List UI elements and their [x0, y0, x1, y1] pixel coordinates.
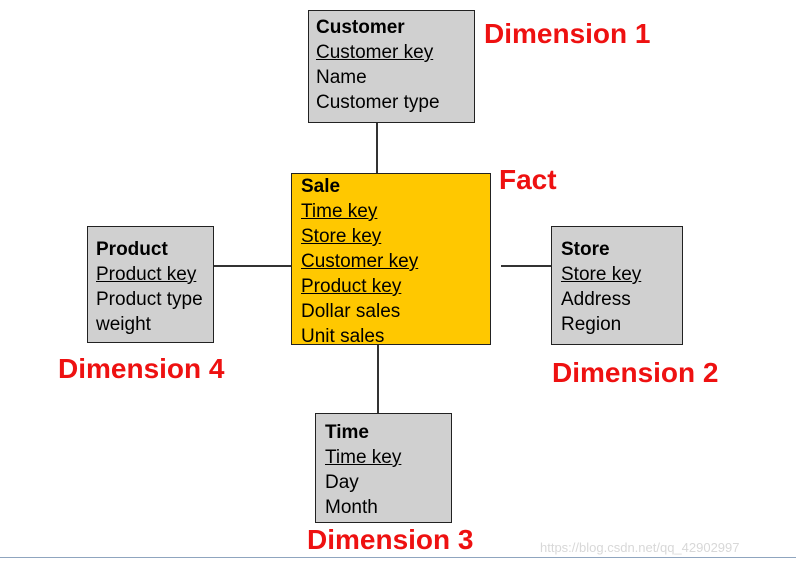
bottom-divider	[0, 557, 796, 558]
sale-store-key-field: Store key	[301, 226, 382, 247]
customer-title: Customer	[316, 17, 405, 38]
time-day-field: Day	[325, 472, 359, 493]
store-region-field: Region	[561, 314, 622, 335]
connector-product-sale	[214, 265, 291, 267]
store-address-field: Address	[561, 289, 631, 310]
sale-customer-key-field: Customer key	[301, 251, 419, 272]
customer-name-field: Name	[316, 67, 367, 88]
product-weight-field: weight	[96, 314, 151, 335]
product-type-field: Product type	[96, 289, 203, 310]
customer-type-field: Customer type	[316, 92, 440, 113]
dimension-1-label: Dimension 1	[484, 18, 651, 49]
sale-unit-sales-field: Unit sales	[301, 326, 385, 347]
sale-dollar-sales-field: Dollar sales	[301, 301, 401, 322]
customer-table: Customer Customer key Name Customer type	[308, 10, 475, 123]
store-key-field: Store key	[561, 264, 642, 285]
store-title: Store	[561, 239, 610, 260]
sale-time-key-field: Time key	[301, 201, 378, 222]
time-title: Time	[325, 422, 370, 443]
dimension-2-label: Dimension 2	[552, 357, 719, 388]
product-table: Product Product key Product type weight	[87, 226, 214, 343]
time-key-field: Time key	[325, 447, 402, 468]
sale-fact-table: Sale Time key Store key Customer key Pro…	[291, 173, 491, 347]
connector-customer-sale	[376, 123, 378, 173]
store-table: Store Store key Address Region	[551, 226, 683, 345]
time-month-field: Month	[325, 497, 378, 518]
product-title: Product	[96, 239, 168, 260]
connector-sale-store	[501, 265, 551, 267]
time-table: Time Time key Day Month	[315, 413, 452, 523]
fact-label: Fact	[499, 164, 557, 195]
sale-title: Sale	[301, 176, 341, 197]
connector-sale-time	[377, 345, 379, 413]
customer-key-field: Customer key	[316, 42, 434, 63]
product-key-field: Product key	[96, 264, 197, 285]
dimension-4-label: Dimension 4	[58, 353, 225, 384]
watermark-text: https://blog.csdn.net/qq_42902997	[540, 540, 740, 555]
dimension-3-label: Dimension 3	[307, 524, 474, 555]
sale-product-key-field: Product key	[301, 276, 402, 297]
